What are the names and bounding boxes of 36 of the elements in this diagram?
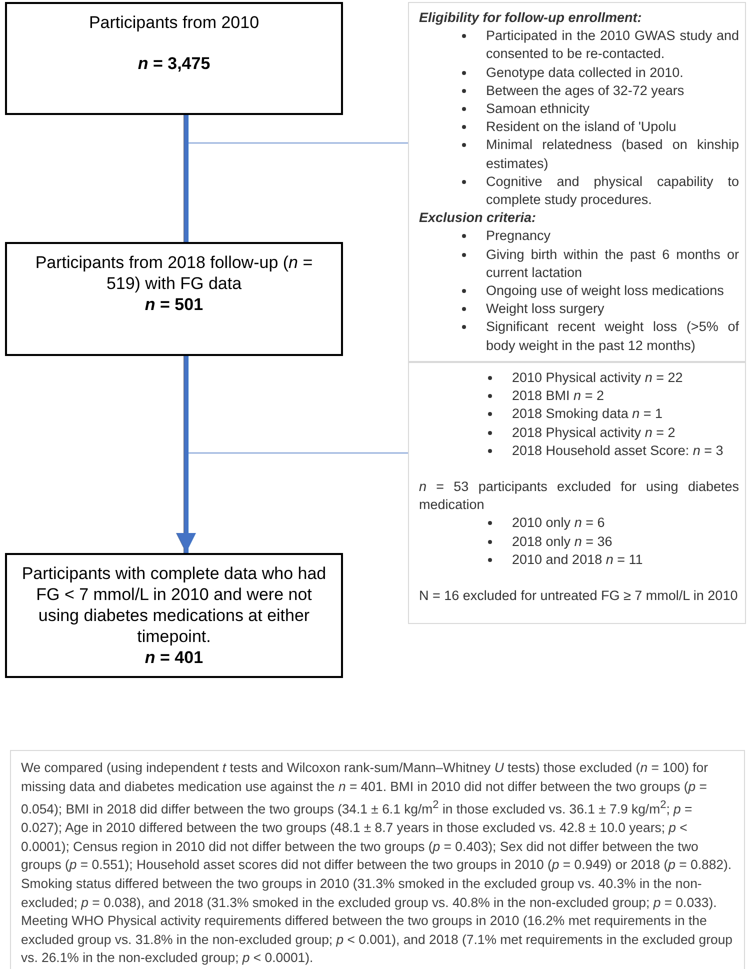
bullet-item: Pregnancy xyxy=(486,227,552,246)
count-text: n = 3,475 xyxy=(136,53,212,74)
note-text: We compared (using independent t tests and Wilcoxon rank-sum/Mann–Whitney U tests) those excluded (n = 100) for missing data and diabetes medication use against the n = 401. BMI in 2010 did not differ between the two groups (p = 0.054); BMI in 2018 did differ between the two groups (34.1 ± 6.1 kg/m$^{2}$ in those excluded vs. 36.1 ± 7.9 kg/m$^{2}$; p = 0.027); Age in 2010 differed between the two groups (48.1 ± 8.7 years in those excluded vs. 42.8 ± 10.0 years; p < 0.0001); Census region in 2010 did not differ between the two groups (p = 0.403); Sex did not differ between the two groups (p = 0.551); Household asset scores did not differ between the two groups in 2010 (p = 0.949) or 2018 (p = 0.882). Smoking status differed between the two groups in 2010 (31.3% smoked in the excluded group vs. 40.3% in the non-excluded; p = 0.038), and 2018 (31.3% smoked in the excluded group vs. 40.8% in the non-excluded group; p = 0.033). Meeting WHO Physical activity requirements differed between the two groups in 2010 (16.2% met requirements in the excluded group vs. 31.8% in the non-excluded group; p < 0.001), and 2018 (7.1% met requirements in the excluded group vs. 26.1% in the non-excluded group; p < 0.0001). xyxy=(21,759,734,968)
box-text: Participants with complete data who had FG < 7 mmol/L in 2010 and were not using diabetes medications at either timepoint. xyxy=(20,563,328,647)
section-heading: Eligibility for follow-up enrollment: xyxy=(419,9,643,27)
count-text: n = 501 xyxy=(144,294,204,315)
bullet-item: 2018 Physical activity n = 2 xyxy=(512,424,676,442)
bullet-item: Resident on the island of 'Upolu xyxy=(486,118,678,136)
arrow xyxy=(176,356,196,553)
box-text: Participants from 2010 xyxy=(88,12,260,33)
bullet-item: 2010 and 2018 n = 11 xyxy=(512,550,644,569)
bullet-item: Cognitive and physical capability to complete study procedures. xyxy=(486,172,739,210)
connector-line xyxy=(184,115,188,242)
bullet-item: Genotype data collected in 2010. xyxy=(486,64,684,82)
count-text: n = 401 xyxy=(144,647,204,668)
process-box xyxy=(5,2,343,115)
section-heading: Exclusion criteria: xyxy=(419,209,538,228)
bullet-item: Samoan ethnicity xyxy=(486,100,591,118)
bullet-item: Significant recent weight loss (>5% of body weight in the past 12 months) xyxy=(486,318,739,355)
bullet-item: Ongoing use of weight loss medications xyxy=(486,282,725,300)
criteria-box xyxy=(408,2,746,362)
box-text: N = 16 excluded for untreated FG ≥ 7 mmol/L in 2010 xyxy=(419,587,739,606)
bullet-item: Participated in the 2010 GWAS study and consented to be re-contacted. xyxy=(486,27,739,64)
bullet-item: 2018 BMI n = 2 xyxy=(512,387,605,406)
bullet-item: 2018 Smoking data n = 1 xyxy=(512,405,664,424)
bullet-item: Weight loss surgery xyxy=(486,300,606,318)
bullet-item: Minimal relatedness (based on kinship estimates) xyxy=(486,136,739,173)
bullet-item: 2018 Household asset Score: n = 3 xyxy=(512,442,724,460)
process-box xyxy=(5,553,343,678)
process-box xyxy=(5,242,343,356)
bullet-item: Giving birth within the past 6 months or current lactation xyxy=(486,246,739,282)
bullet-item: Between the ages of 32-72 years xyxy=(486,82,686,100)
bullet-item: 2010 Physical activity n = 22 xyxy=(512,369,684,387)
bullet-item: 2010 only n = 6 xyxy=(512,514,606,532)
criteria-box xyxy=(408,362,746,624)
bullet-item: 2018 only n = 36 xyxy=(512,532,614,551)
